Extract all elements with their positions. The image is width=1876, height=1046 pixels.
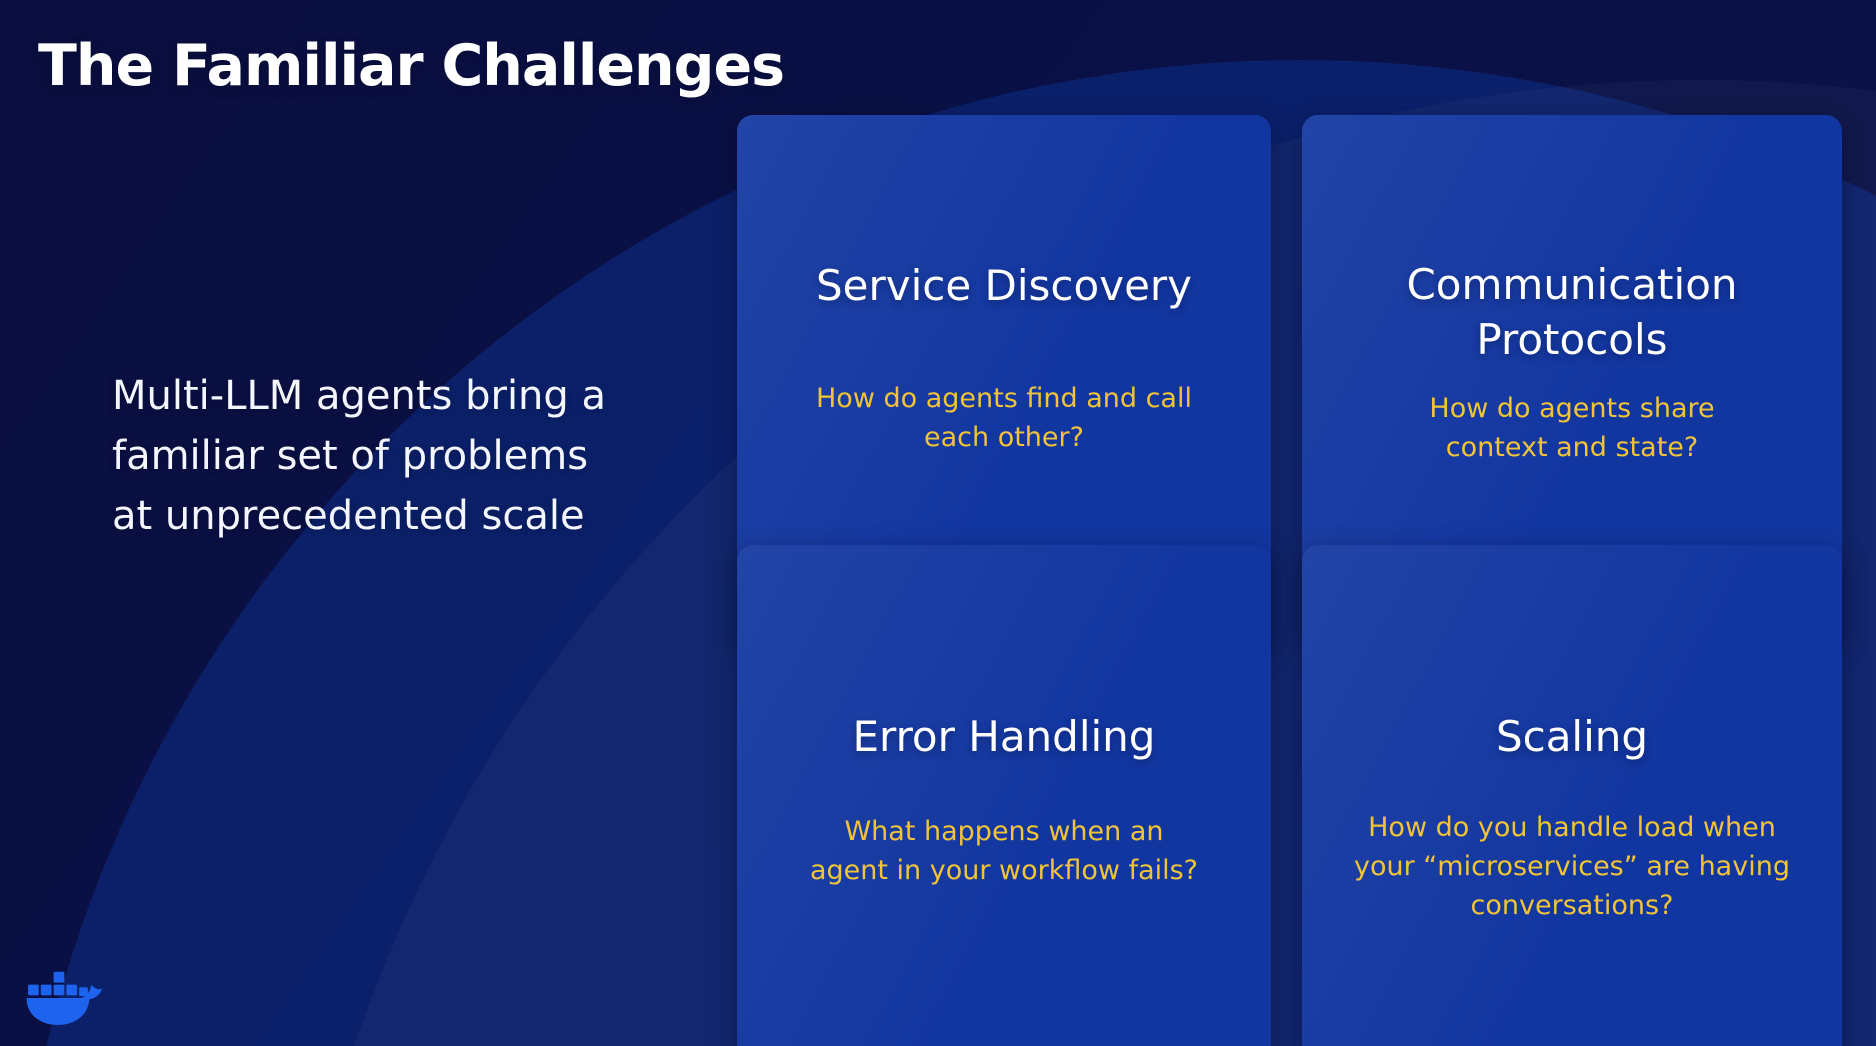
card-heading: Error Handling: [852, 712, 1156, 761]
slide-title: The Familiar Challenges: [38, 33, 785, 99]
intro-text: Multi-LLM agents bring a familiar set of…: [112, 373, 607, 539]
card-heading: Communication Protocols: [1406, 260, 1738, 364]
card-question: How do you handle load when your “micros…: [1354, 812, 1790, 921]
card-question: How do agents share context and state?: [1429, 393, 1715, 463]
challenge-card-scaling: Scaling How do you handle load when your…: [1302, 545, 1842, 1046]
card-question: How do agents find and call each other?: [816, 383, 1192, 453]
challenge-card-error-handling: Error Handling What happens when an agen…: [737, 545, 1271, 1046]
docker-logo-icon: [24, 956, 102, 1032]
card-question: What happens when an agent in your workf…: [809, 816, 1199, 886]
challenge-card-service-discovery: Service Discovery How do agents find and…: [737, 115, 1271, 651]
card-heading: Scaling: [1495, 712, 1649, 761]
card-heading: Service Discovery: [815, 261, 1193, 310]
